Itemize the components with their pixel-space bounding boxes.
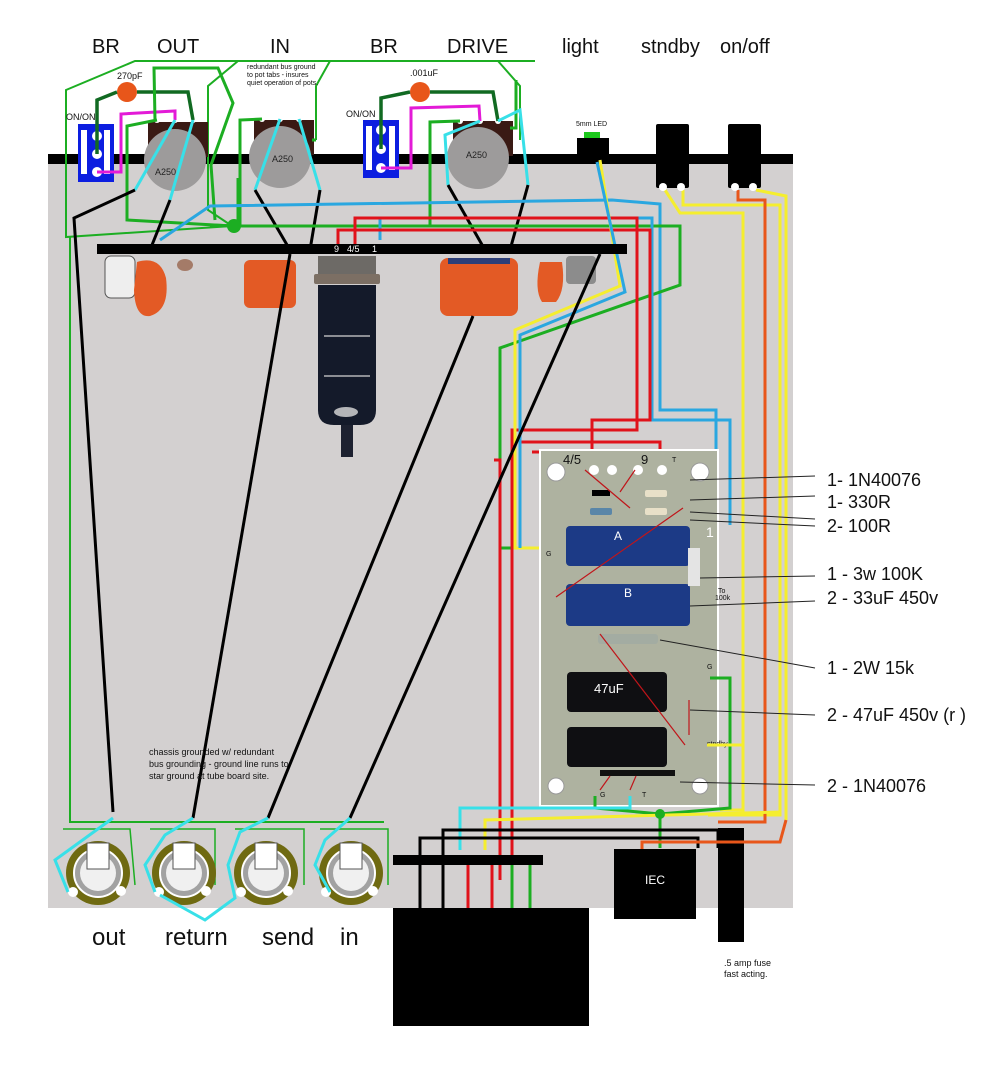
parts-item-1: 1- 1N40076 bbox=[827, 470, 921, 490]
power-supply-board: 4/5 9 T A 1 G B To 100k 47uF G stndby G … bbox=[539, 449, 731, 807]
cap-270pf-label: 270pF bbox=[117, 71, 143, 81]
transformer-secondary-leads bbox=[466, 865, 532, 908]
front-panel-bar bbox=[48, 154, 793, 164]
board-to-100k: To bbox=[718, 588, 726, 595]
star-ground-point bbox=[227, 219, 241, 233]
ground-note-line-3: quiet operation of pots. bbox=[247, 80, 318, 87]
parts-item-6: 1 - 2W 15k bbox=[827, 658, 915, 678]
parts-item-7: 2 - 47uF 450v (r ) bbox=[827, 705, 966, 725]
board-pin-t-1: T bbox=[672, 457, 677, 464]
power-transformer bbox=[393, 908, 589, 1026]
cyan-pot-wires bbox=[133, 107, 530, 201]
jack-label-out: out bbox=[92, 924, 126, 951]
label-br-1: BR bbox=[92, 36, 120, 58]
fuse-orange-lead bbox=[640, 819, 788, 849]
black-jack-wires bbox=[191, 253, 602, 819]
jack-label-return: return bbox=[165, 924, 228, 951]
magenta-wires bbox=[97, 104, 482, 174]
board-pin-g-3: G bbox=[600, 792, 605, 799]
board-pin-t-2: T bbox=[642, 792, 647, 799]
vacuum-tube-12ax7 bbox=[314, 256, 380, 457]
led-label: 5mm LED bbox=[576, 121, 607, 128]
fuse-note-line-2: fast acting. bbox=[724, 969, 768, 979]
cap-001uf: .001uF bbox=[410, 68, 439, 102]
parts-leader-lines bbox=[659, 475, 816, 786]
board-cap-47uf: 47uF bbox=[594, 681, 624, 696]
chassis-note-line-3: star ground at tube board site. bbox=[149, 771, 269, 781]
parts-item-8: 2 - 1N40076 bbox=[827, 776, 926, 796]
label-stndby: stndby bbox=[641, 36, 700, 58]
power-switch bbox=[728, 124, 761, 191]
board-pin-g-2: G bbox=[707, 664, 712, 671]
bus-wires-horizontal bbox=[159, 198, 732, 550]
cap-001uf-label: .001uF bbox=[410, 68, 439, 78]
iec-label: IEC bbox=[645, 873, 665, 887]
label-on-off: on/off bbox=[720, 36, 770, 58]
parts-item-3: 2- 100R bbox=[827, 516, 891, 536]
board-jumpers bbox=[555, 469, 690, 791]
ground-note-line-2: to pot tabs - insures bbox=[247, 72, 309, 79]
jack-label-send: send bbox=[262, 924, 314, 951]
jack-labels: out return send in bbox=[92, 924, 359, 951]
jack-label-in: in bbox=[340, 924, 359, 951]
switch-2-label: ON/ON bbox=[346, 109, 376, 119]
board-to-100k-2: 100k bbox=[715, 595, 731, 602]
tube-board-bar bbox=[97, 244, 627, 254]
tube-pin-1: 1 bbox=[372, 244, 377, 254]
switch-1-label: ON/ON bbox=[66, 112, 96, 122]
fuse-note-line-1: .5 amp fuse bbox=[724, 958, 771, 968]
label-in: IN bbox=[270, 36, 290, 58]
chassis-note-line-2: bus grounding - ground line runs to bbox=[149, 759, 289, 769]
board-pin-9: 9 bbox=[641, 452, 648, 467]
chassis-note-line-1: chassis grounded w/ redundant bbox=[149, 747, 275, 757]
pot-1-value: A250 bbox=[155, 167, 176, 177]
led-5mm: 5mm LED bbox=[576, 121, 609, 156]
board-cap-a: A bbox=[614, 529, 622, 543]
standby-switch bbox=[656, 124, 689, 191]
parts-list: 1- 1N40076 1- 330R 2- 100R 1 - 3w 100K 2… bbox=[827, 470, 966, 796]
label-out: OUT bbox=[157, 36, 199, 58]
board-pin-g-1: G bbox=[546, 551, 551, 558]
ground-bus-outline bbox=[65, 60, 535, 823]
top-labels: BR OUT IN BR DRIVE light stndby on/off bbox=[92, 36, 770, 58]
label-drive: DRIVE bbox=[447, 36, 508, 58]
jack-cyan-wires bbox=[53, 816, 351, 922]
jack-send bbox=[234, 841, 298, 905]
parts-item-5: 2 - 33uF 450v bbox=[827, 588, 938, 608]
ground-bus-note: redundant bus ground to pot tabs - insur… bbox=[247, 64, 318, 87]
fuse-holder: .5 amp fuse fast acting. bbox=[718, 828, 771, 979]
pot-3-value: A250 bbox=[466, 150, 487, 160]
label-light: light bbox=[562, 36, 599, 58]
tube-pin-labels: 9 4/5 1 bbox=[334, 244, 377, 254]
iec-inlet: IEC bbox=[614, 849, 696, 919]
board-pin-1: 1 bbox=[706, 524, 714, 540]
parts-item-4: 1 - 3w 100K bbox=[827, 564, 923, 584]
ground-note-line-1: redundant bus ground bbox=[247, 64, 316, 71]
board-cap-b: B bbox=[624, 586, 632, 600]
black-pot-wires bbox=[72, 184, 530, 813]
chassis-ground-note: chassis grounded w/ redundant bus ground… bbox=[149, 747, 289, 781]
jack-out bbox=[66, 841, 130, 905]
pot-2-value: A250 bbox=[272, 154, 293, 164]
board-pin-4-5: 4/5 bbox=[563, 452, 581, 467]
iec-ground-point bbox=[655, 809, 665, 819]
label-br-2: BR bbox=[370, 36, 398, 58]
jack-return bbox=[152, 841, 216, 905]
jack-in bbox=[319, 841, 383, 905]
tube-pin-4-5: 4/5 bbox=[347, 244, 360, 254]
terminal-strip bbox=[393, 855, 543, 865]
jacks bbox=[66, 841, 383, 905]
tube-pin-9: 9 bbox=[334, 244, 339, 254]
parts-item-2: 1- 330R bbox=[827, 492, 891, 512]
cap-270pf: 270pF bbox=[117, 71, 143, 102]
